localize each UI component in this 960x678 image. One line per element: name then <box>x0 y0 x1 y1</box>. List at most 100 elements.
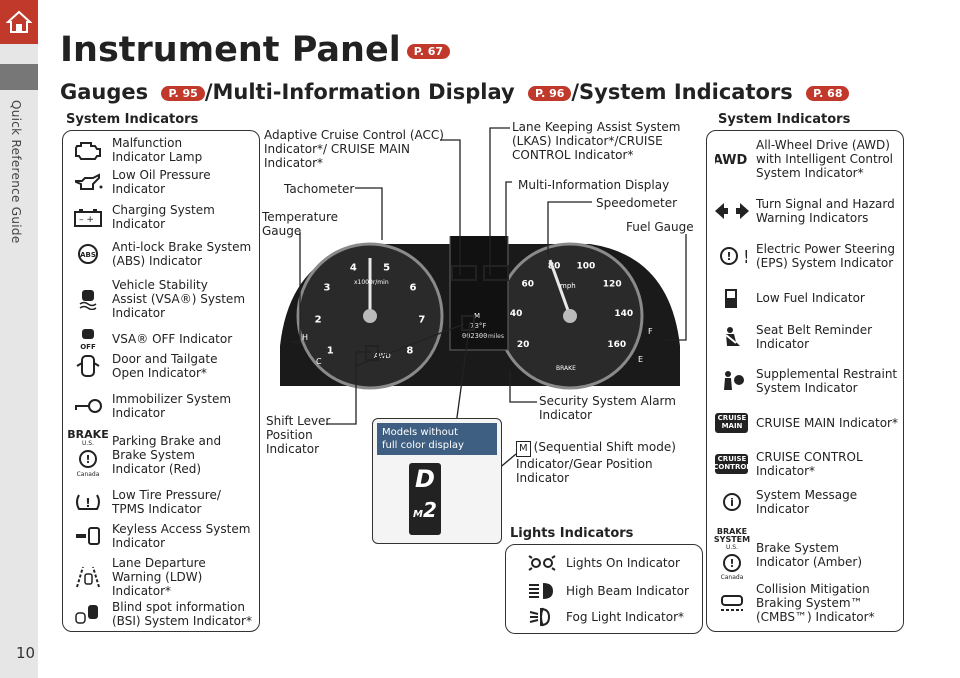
svg-text:– +: – + <box>79 215 94 225</box>
tach-tick-label: 3 <box>324 283 331 294</box>
left-indicator-item-label: Charging System Indicator <box>112 203 215 231</box>
subtitle-part2: /Multi-Information Display <box>204 80 515 104</box>
left-indicator-item-label: Immobilizer System Indicator <box>112 392 232 420</box>
callout-lkas: Lane Keeping Assist System (LKAS) Indica… <box>512 120 681 162</box>
cluster-awd-text: AWD <box>374 352 391 360</box>
cluster-gear: M <box>474 312 480 320</box>
fog-light-icon <box>518 606 566 628</box>
fuel-f: F <box>648 327 653 336</box>
right-indicator-item: Collision Mitigation Braking System™ (CM… <box>708 582 875 624</box>
home-icon <box>6 10 32 33</box>
right-indicator-item-label: Collision Mitigation Braking System™ (CM… <box>756 582 875 624</box>
left-indicator-item: Low Oil Pressure Indicator <box>64 168 211 196</box>
callout-sequential: M(Sequential Shift mode) Indicator/Gear … <box>516 440 706 485</box>
subtitle-ref3[interactable]: P. 68 <box>806 85 850 101</box>
svg-text:CRUISE: CRUISE <box>718 414 747 422</box>
gear-display-2: 2 <box>422 498 437 522</box>
airbag-icon <box>708 370 756 392</box>
home-button[interactable] <box>0 0 38 44</box>
speed-tick-label: 160 <box>607 340 626 350</box>
callout-temperature: Temperature Gauge <box>262 210 339 238</box>
lights-item-label: Lights On Indicator <box>566 556 680 570</box>
title-ref[interactable]: P. 67 <box>406 43 451 59</box>
right-indicator-item-label: Supplemental Restraint System Indicator <box>756 367 898 395</box>
speed-tick-label: 60 <box>522 279 535 289</box>
subtitle-ref1[interactable]: P. 95 <box>161 85 205 101</box>
svg-text:MAIN: MAIN <box>722 422 743 430</box>
left-indicator-item: OFF VSA® OFF Indicator <box>64 328 232 350</box>
left-indicator-item: – + Charging System Indicator <box>64 203 215 231</box>
page-subtitle: Gauges P. 95/Multi-Information Display P… <box>60 80 850 104</box>
callout-shift: Shift Lever Position Indicator <box>266 414 331 456</box>
lights-item-label: Fog Light Indicator* <box>566 610 685 624</box>
section-tab[interactable] <box>0 64 38 90</box>
right-indicator-item: !!Electric Power Steering (EPS) System I… <box>708 242 895 270</box>
right-indicator-item-label: Electric Power Steering (EPS) System Ind… <box>756 242 895 270</box>
speed-tick-label: 100 <box>577 261 596 271</box>
right-indicator-item: Seat Belt Reminder Indicator <box>708 323 872 351</box>
vsa-off-icon: OFF <box>64 328 112 350</box>
left-indicator-item: Blind spot information (BSI) System Indi… <box>64 600 252 628</box>
right-indicator-item-label: Turn Signal and Hazard Warning Indicator… <box>756 197 895 225</box>
callout-fuel: Fuel Gauge <box>626 220 694 234</box>
right-indicator-item-label: All-Wheel Drive (AWD) with Intelligent C… <box>756 138 894 180</box>
lights-item-label: High Beam Indicator <box>566 584 689 598</box>
sidebar-label: Quick Reference Guide <box>9 100 23 244</box>
left-indicator-item: Immobilizer System Indicator <box>64 392 231 420</box>
left-indicator-item-label: Low Oil Pressure Indicator <box>112 168 211 196</box>
check-engine-icon <box>64 139 112 161</box>
speed-tick-label: 20 <box>517 340 530 350</box>
subtitle-part3: /System Indicators <box>571 80 793 104</box>
right-indicator-item-label: Seat Belt Reminder Indicator <box>756 323 873 351</box>
left-indicator-item-label: Keyless Access System Indicator <box>112 522 251 550</box>
svg-text:OFF: OFF <box>80 343 96 350</box>
seat-belt-icon <box>708 326 756 348</box>
svg-text:!: ! <box>729 557 734 570</box>
left-indicator-item-label: Malfunction Indicator Lamp <box>112 136 203 164</box>
high-beam-icon <box>518 580 566 602</box>
battery-icon: – + <box>64 206 112 228</box>
lights-item: Fog Light Indicator* <box>518 606 684 628</box>
left-indicator-item-label: Blind spot information (BSI) System Indi… <box>112 600 252 628</box>
left-panel-heading: System Indicators <box>66 112 199 127</box>
svg-text:!: ! <box>85 453 90 466</box>
abs-icon: ABS <box>64 243 112 265</box>
svg-text:CRUISE: CRUISE <box>718 455 747 463</box>
seq-mode-badge: M <box>516 441 531 457</box>
callout-speedometer: Speedometer <box>596 196 678 210</box>
speed-tick-label: 140 <box>614 309 633 319</box>
left-indicator-item-label: VSA® OFF Indicator <box>112 332 233 346</box>
gear-display-d: D <box>415 465 435 493</box>
odometer: 002300 <box>462 332 487 340</box>
callout-sequential-text: (Sequential Shift mode) Indicator/Gear P… <box>516 440 676 485</box>
models-note: Models without full color display <box>377 423 497 455</box>
tach-tick-label: 8 <box>406 345 413 356</box>
models-inset: Models without full color display D M2 <box>372 418 502 544</box>
left-indicator-item: Malfunction Indicator Lamp <box>64 136 202 164</box>
callout-acc: Adaptive Cruise Control (ACC) Indicator*… <box>264 128 444 170</box>
tach-unit: x1000r/min <box>354 279 389 286</box>
svg-text:AWD: AWD <box>715 153 748 168</box>
svg-text:ABS: ABS <box>80 251 96 259</box>
gear-display: D M2 <box>409 463 441 535</box>
left-indicator-item: Door and Tailgate Open Indicator* <box>64 352 218 380</box>
svg-text:CONTROL: CONTROL <box>715 463 749 471</box>
right-indicator-item: Turn Signal and Hazard Warning Indicator… <box>708 197 895 225</box>
left-indicator-item-label: Vehicle Stability Assist (VSA®) System I… <box>112 278 246 320</box>
callout-mid: Multi-Information Display <box>518 178 670 192</box>
subtitle-ref2[interactable]: P. 96 <box>528 85 572 101</box>
blind-spot-icon <box>64 603 112 625</box>
left-indicator-item-label: Door and Tailgate Open Indicator* <box>112 352 218 380</box>
left-indicator-item-label: Parking Brake and Brake System Indicator… <box>112 433 222 476</box>
odometer-unit: miles <box>488 333 504 340</box>
